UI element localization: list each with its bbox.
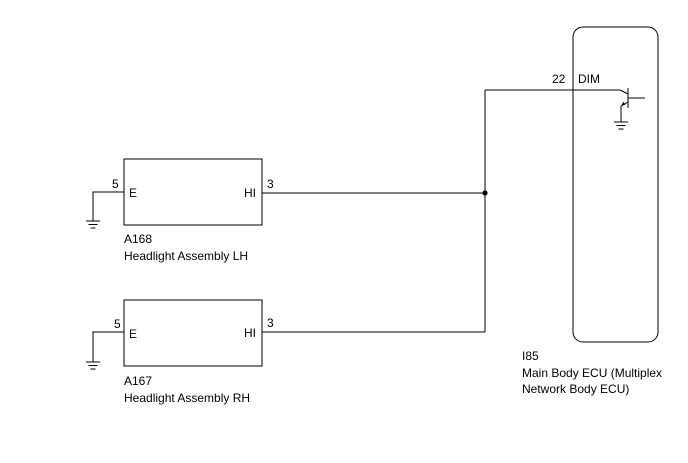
main-body-ecu-group: 22 DIM I85 Main Body ECU (Multiplex Netw…: [522, 26, 662, 396]
headlight-rh-pin-e-label: E: [129, 327, 137, 341]
wire-junction-dot: [482, 190, 488, 196]
ecu-name-line2: Network Body ECU): [522, 382, 629, 396]
headlight-rh-box: [123, 299, 263, 367]
headlight-lh-pin-hi-number: 3: [267, 177, 274, 191]
headlight-lh-pin-e-number: 5: [112, 177, 119, 191]
headlight-rh-code: A167: [124, 374, 152, 388]
headlight-lh-code: A168: [124, 232, 152, 246]
ground-icon: [86, 361, 100, 370]
ecu-pin-name: DIM: [578, 72, 600, 86]
headlight-lh-name: Headlight Assembly LH: [124, 249, 248, 263]
main-body-ecu-box: [572, 26, 659, 343]
headlight-rh-name: Headlight Assembly RH: [124, 391, 250, 405]
ecu-pin-number: 22: [552, 72, 566, 86]
ecu-code: I85: [522, 349, 539, 363]
headlight-rh-pin-e-number: 5: [114, 317, 121, 331]
headlight-rh-pin-hi-label: HI: [244, 326, 256, 340]
headlight-lh-ground-wire: [92, 191, 124, 221]
headlight-lh-pin-e-label: E: [129, 186, 137, 200]
ground-icon: [86, 220, 100, 229]
headlight-rh-group: E HI 5 3 A167 Headlight Assembly RH: [86, 299, 274, 405]
headlight-lh-group: E HI 5 3 A168 Headlight Assembly LH: [86, 158, 274, 263]
hi-signal-wires: [262, 89, 573, 333]
transistor-icon: [573, 88, 645, 122]
headlight-lh-pin-hi-label: HI: [244, 186, 256, 200]
ground-icon: [614, 121, 628, 130]
headlight-rh-pin-hi-number: 3: [267, 316, 274, 330]
headlight-rh-ground-wire: [92, 331, 124, 362]
headlight-lh-box: [123, 158, 263, 226]
ecu-name-line1: Main Body ECU (Multiplex: [522, 366, 662, 380]
